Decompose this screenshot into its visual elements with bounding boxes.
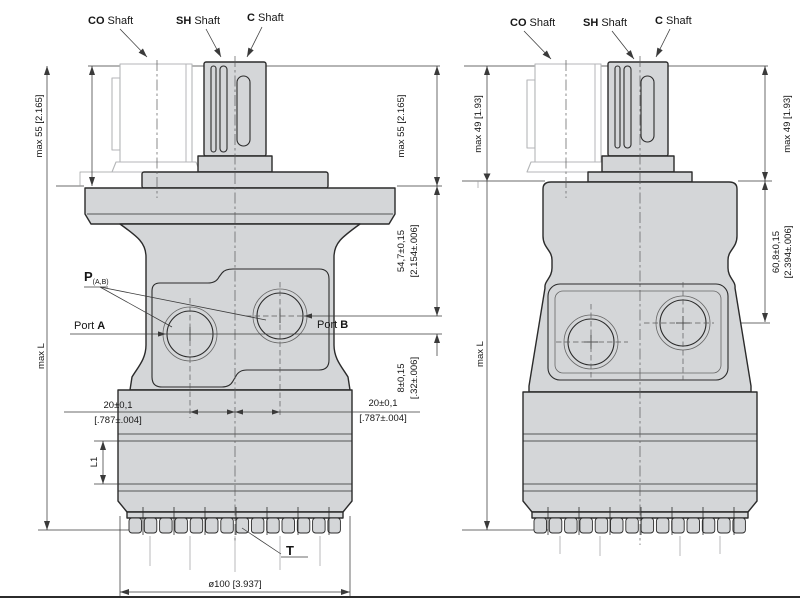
end-cap-bolts (533, 517, 746, 534)
dim-20-left-mm-text: 20±0,1 (104, 400, 133, 411)
dim-max55-right-text: max 55 [2.165] (396, 95, 407, 158)
dim-54-7-in-text: [2.154±.006] (409, 225, 420, 278)
dim-max49-left-text: max 49 [1.93] (473, 95, 484, 153)
end-cap-bolts (128, 517, 341, 534)
dim-8-mm-text: 8±0,15 (396, 364, 407, 393)
dim-60-8-mm-text: 60,8±0,15 (771, 231, 782, 273)
dim-8-in-text: [.32±.006] (409, 357, 420, 399)
t-label: T (286, 543, 294, 558)
sh-shaft-leader (611, 30, 635, 60)
c-shaft-label: C Shaft (655, 15, 692, 27)
port-face (547, 283, 729, 381)
dim-max49-right-text: max 49 [1.93] (782, 95, 793, 153)
dim-l1-text: L1 (89, 457, 100, 468)
co-shaft-label: CO Shaft (510, 17, 555, 29)
spline-slot (614, 65, 621, 149)
port-housing (119, 223, 361, 391)
port-face (151, 268, 330, 388)
dim-max55-left-text: max 55 [2.165] (34, 95, 45, 158)
c-shaft-leader (655, 28, 671, 58)
c-shaft-label: C Shaft (247, 12, 284, 24)
sh-shaft-label: SH Shaft (176, 15, 220, 27)
dim-max-l-text: max L (475, 341, 486, 367)
shaft-collar (601, 155, 675, 173)
port-face-inner (554, 290, 722, 374)
spline-slot (219, 65, 228, 153)
dim-20-left-in-text: [.787±.004] (94, 415, 141, 426)
ghost-co-shaft-right-view (526, 63, 610, 173)
stud-projection-lines (149, 536, 321, 572)
spline-slot (623, 65, 632, 149)
bolt-center-ticks (547, 507, 735, 535)
ghost-base-step (79, 171, 124, 186)
port-a-label: Port A (74, 320, 105, 332)
dim-dia100-text: ø100 [3.937] (208, 579, 261, 590)
dim-60-8-in-text: [2.394±.006] (783, 226, 794, 279)
dim-54-7-mm-text: 54,7±0,15 (396, 230, 407, 272)
right-motor-view: CO Shaft SH Shaft C Shaft max 49 [1.93] … (462, 15, 794, 556)
p-ports-label: P(A,B) (84, 269, 109, 286)
spline-slot (210, 65, 217, 153)
dim-20-right-mm-text: 20±0,1 (369, 398, 398, 409)
mounting-flange (84, 187, 396, 225)
ghost-co-shaft-left-view (111, 63, 201, 173)
key-slot (640, 75, 655, 143)
key-slot (236, 75, 251, 147)
co-shaft-leader (119, 28, 148, 58)
bolt-center-ticks (142, 507, 330, 535)
left-motor-view: CO Shaft SH Shaft C Shaft max 55 [2.165]… (34, 12, 442, 596)
dim-20-right-in-text: [.787±.004] (359, 413, 406, 424)
p-leader-a (99, 286, 173, 328)
t-leader-line (241, 527, 282, 555)
co-shaft-leader (523, 30, 552, 60)
output-shaft (607, 61, 669, 157)
co-shaft-label: CO Shaft (88, 15, 133, 27)
stud-projection-lines (559, 536, 721, 556)
sh-shaft-label: SH Shaft (583, 17, 627, 29)
dim-max-l-text: max L (36, 343, 47, 369)
port-b-label: Port B (317, 319, 348, 331)
sh-shaft-leader (205, 28, 222, 58)
p-leader-b (99, 286, 267, 321)
c-shaft-leader (246, 26, 263, 58)
